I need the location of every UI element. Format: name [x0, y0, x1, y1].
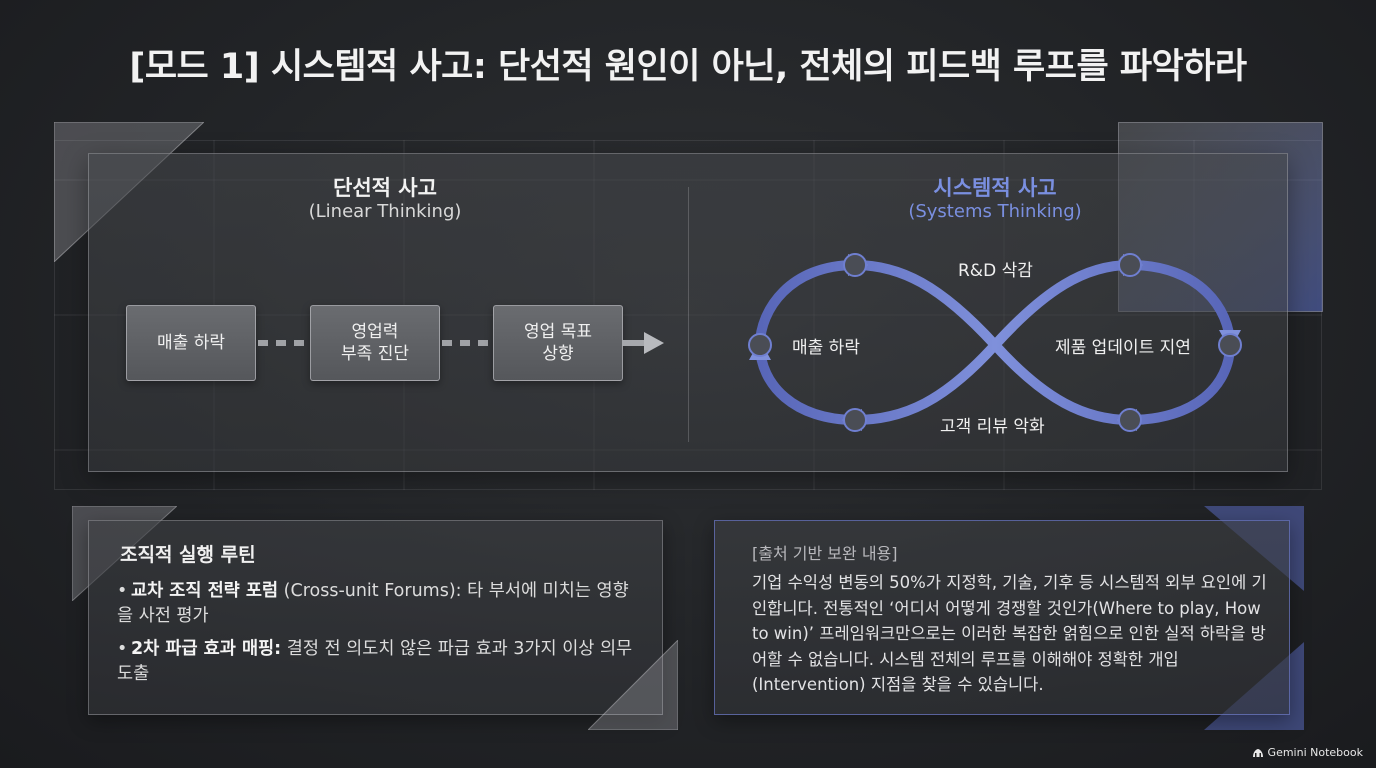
source-panel: [714, 520, 1290, 715]
gemini-notebook-icon: [1252, 748, 1263, 757]
linear-step-3: 영업 목표 상향: [493, 305, 623, 381]
routine-item-1-text: (Cross-unit Forums): 타 부서에 미치는 영향을 사전 평가: [117, 581, 629, 626]
source-title: [출처 기반 보완 내용]: [752, 544, 898, 563]
linear-heading: 단선적 사고: [333, 176, 437, 200]
dashed-connector-2: [442, 340, 492, 346]
routine-item-2-bold: 2차 파급 효과 매핑:: [131, 639, 282, 659]
loop-label-rd-cut: R&D 삭감: [958, 261, 1033, 281]
routine-item-2-text: 결정 전 의도치 않은 파급 효과 3가지 이상 의무 도출: [117, 639, 633, 684]
linear-subheading: (Linear Thinking): [308, 201, 462, 222]
systems-subheading: (Systems Thinking): [908, 201, 1082, 222]
bullet-marker: •: [117, 581, 128, 601]
footer-brand: Gemini Notebook: [1252, 746, 1363, 759]
loop-label-sales-decline: 매출 하락: [792, 338, 860, 358]
routine-item-1-bold: 교차 조직 전략 포럼: [131, 581, 279, 601]
loop-label-review-worse: 고객 리뷰 악화: [940, 417, 1045, 437]
systems-heading: 시스템적 사고: [933, 176, 1057, 200]
page-title: [모드 1] 시스템적 사고: 단선적 원인이 아닌, 전체의 피드백 루프를 …: [129, 47, 1247, 87]
bullet-marker: •: [117, 639, 128, 659]
routine-panel: [88, 520, 663, 715]
routine-item-1: •교차 조직 전략 포럼 (Cross-unit Forums): 타 부서에 …: [117, 579, 637, 629]
panel-divider: [688, 187, 689, 442]
source-text: 기업 수익성 변동의 50%가 지정학, 기술, 기후 등 시스템적 외부 요인…: [752, 573, 1267, 694]
arrow-right-icon: [622, 332, 664, 354]
corner-triangle-bottom-right: [588, 640, 678, 730]
feedback-loop-diagram: [748, 253, 1242, 432]
dashed-connector-1: [258, 340, 308, 346]
footer-brand-text: Gemini Notebook: [1267, 746, 1363, 759]
linear-step-1: 매출 하락: [126, 305, 256, 381]
loop-label-update-delay: 제품 업데이트 지연: [1055, 338, 1191, 358]
routine-item-2: •2차 파급 효과 매핑: 결정 전 의도치 않은 파급 효과 3가지 이상 의…: [117, 637, 637, 687]
routine-title: 조직적 실행 루틴: [120, 544, 256, 566]
comparison-panel: [88, 153, 1288, 472]
linear-step-2: 영업력 부족 진단: [310, 305, 440, 381]
